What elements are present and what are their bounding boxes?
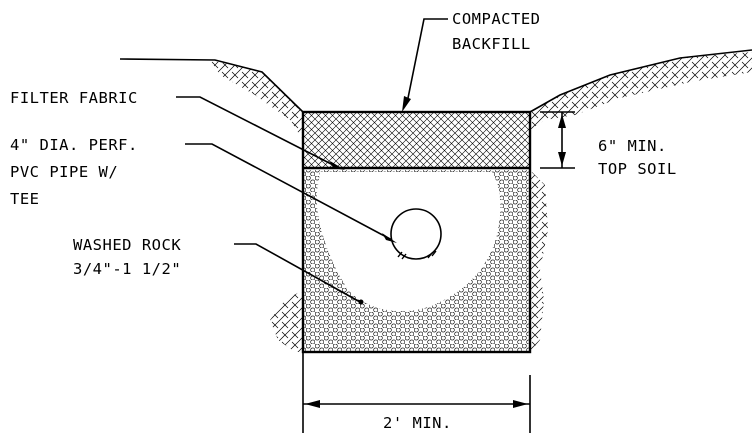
label-washed-rock: WASHED ROCK bbox=[73, 236, 181, 254]
label-width: 2' MIN. bbox=[383, 414, 452, 432]
label-rock-size: 3/4"-1 1/2" bbox=[73, 260, 181, 278]
leader-filter-fabric bbox=[176, 96, 345, 170]
label-pipe-2: PVC PIPE W/ bbox=[10, 163, 118, 181]
leader-washed-rock bbox=[234, 243, 364, 305]
dimension-width bbox=[302, 352, 531, 433]
label-backfill: BACKFILL bbox=[452, 35, 531, 53]
leader-pipe bbox=[185, 143, 397, 243]
trench-outline bbox=[301, 110, 532, 354]
leader-compacted-backfill bbox=[402, 18, 448, 112]
label-compacted: COMPACTED bbox=[452, 10, 541, 28]
dimension-top-soil bbox=[540, 111, 575, 169]
ground-line-left bbox=[119, 58, 304, 113]
native-soil-right bbox=[530, 52, 752, 130]
native-soil-lower-left bbox=[270, 290, 303, 352]
compacted-backfill-layer bbox=[303, 112, 530, 168]
label-pipe-3: TEE bbox=[10, 190, 40, 208]
native-soil-left bbox=[210, 60, 303, 140]
label-topsoil-1: 6" MIN. bbox=[598, 137, 667, 155]
native-soil-right-wall bbox=[530, 170, 548, 352]
pipe-perforation-marks bbox=[397, 250, 437, 260]
perforated-pipe bbox=[390, 208, 442, 260]
label-pipe-1: 4" DIA. PERF. bbox=[10, 136, 138, 154]
label-filter-fabric: FILTER FABRIC bbox=[10, 89, 138, 107]
ground-line-right bbox=[529, 49, 752, 113]
label-topsoil-2: TOP SOIL bbox=[598, 160, 677, 178]
